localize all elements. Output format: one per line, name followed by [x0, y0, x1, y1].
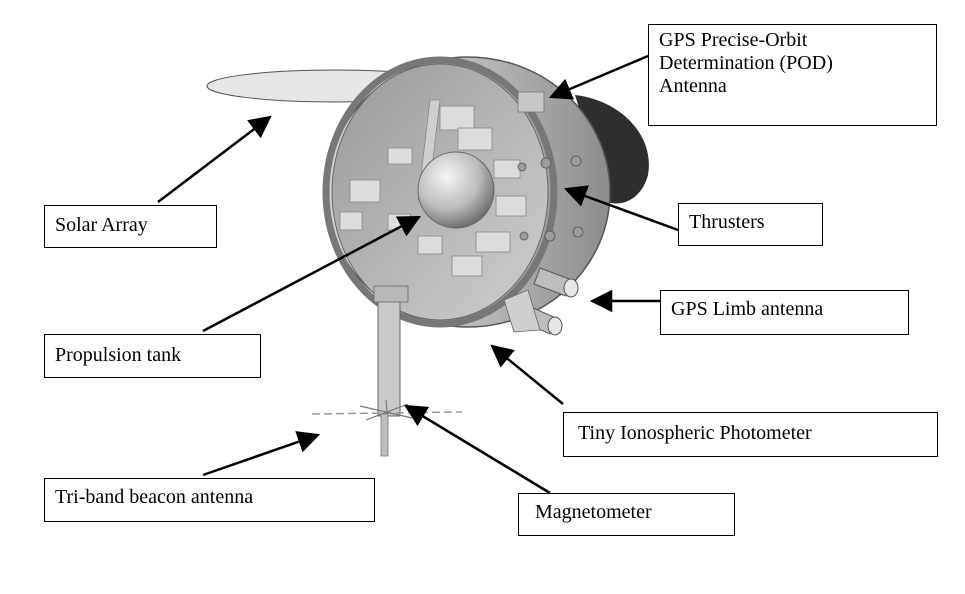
arrow-magnetometer	[406, 406, 550, 493]
pod-mount	[518, 92, 544, 112]
satellite-illustration	[207, 57, 649, 456]
boom-bracket	[374, 286, 408, 302]
label-gps-limb-antenna: GPS Limb antenna	[660, 290, 909, 335]
beacon-stub	[381, 414, 388, 456]
label-gps-pod-line-3: Antenna	[659, 75, 926, 98]
magnetometer-boom	[378, 288, 400, 416]
label-magnetometer: Magnetometer	[518, 493, 735, 536]
arrow-gps-pod	[551, 56, 648, 97]
label-thrusters: Thrusters	[678, 203, 823, 246]
label-solar-array: Solar Array	[44, 205, 217, 248]
arrow-solar-array	[158, 117, 270, 202]
label-tri-band-beacon-antenna: Tri-band beacon antenna	[44, 478, 375, 522]
label-propulsion-tank: Propulsion tank	[44, 334, 261, 378]
label-gps-pod-antenna: GPS Precise-Orbit Determination (POD) An…	[648, 24, 937, 126]
arrow-photometer	[492, 346, 563, 404]
arrow-beacon	[203, 435, 318, 475]
label-gps-pod-line-1: GPS Precise-Orbit	[659, 29, 926, 52]
label-gps-pod-line-2: Determination (POD)	[659, 52, 926, 75]
propulsion-tank-sphere	[418, 152, 494, 228]
label-tiny-ionospheric-photometer: Tiny Ionospheric Photometer	[563, 412, 938, 457]
